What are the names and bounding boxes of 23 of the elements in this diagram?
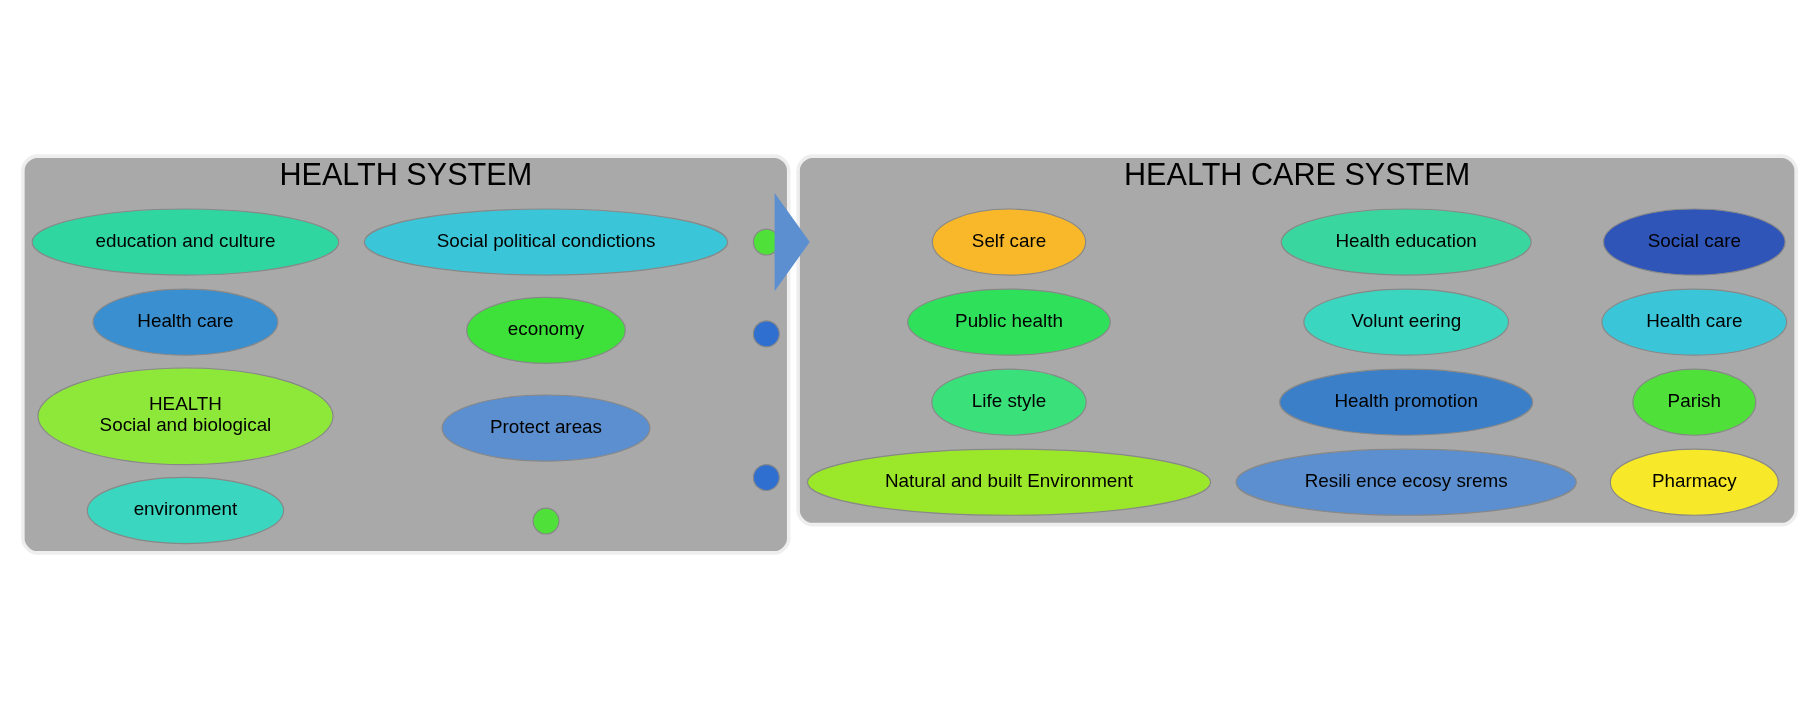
node-ellipse: Pharmacy: [1609, 448, 1779, 516]
node-circle: [752, 464, 780, 492]
node-ellipse: Life style: [931, 368, 1087, 436]
node-ellipse: Resili ence ecosy srems: [1235, 448, 1577, 516]
node-ellipse: Natural and built Environment: [806, 448, 1212, 516]
node-ellipse: Volunt eering: [1303, 288, 1510, 356]
node-ellipse: Health care: [1601, 288, 1788, 356]
node-ellipse: education and culture: [31, 208, 340, 276]
node-circle: [752, 320, 780, 348]
node-ellipse: Parish: [1632, 368, 1757, 436]
node-ellipse: Health education: [1280, 208, 1532, 276]
node-ellipse: HEALTH Social and biological: [37, 367, 334, 466]
node-ellipse: economy: [466, 296, 626, 364]
node-ellipse: Health care: [92, 288, 279, 356]
node-ellipse: Protect areas: [441, 394, 651, 462]
node-ellipse: Public health: [907, 288, 1111, 356]
node-ellipse: Health promotion: [1279, 368, 1534, 436]
arrow: [774, 192, 810, 292]
node-circle: [532, 507, 560, 535]
node-ellipse: Self care: [931, 208, 1087, 276]
node-ellipse: Social care: [1602, 208, 1786, 276]
node-ellipse: environment: [86, 476, 285, 545]
node-ellipse: Social political condictions: [363, 208, 729, 276]
